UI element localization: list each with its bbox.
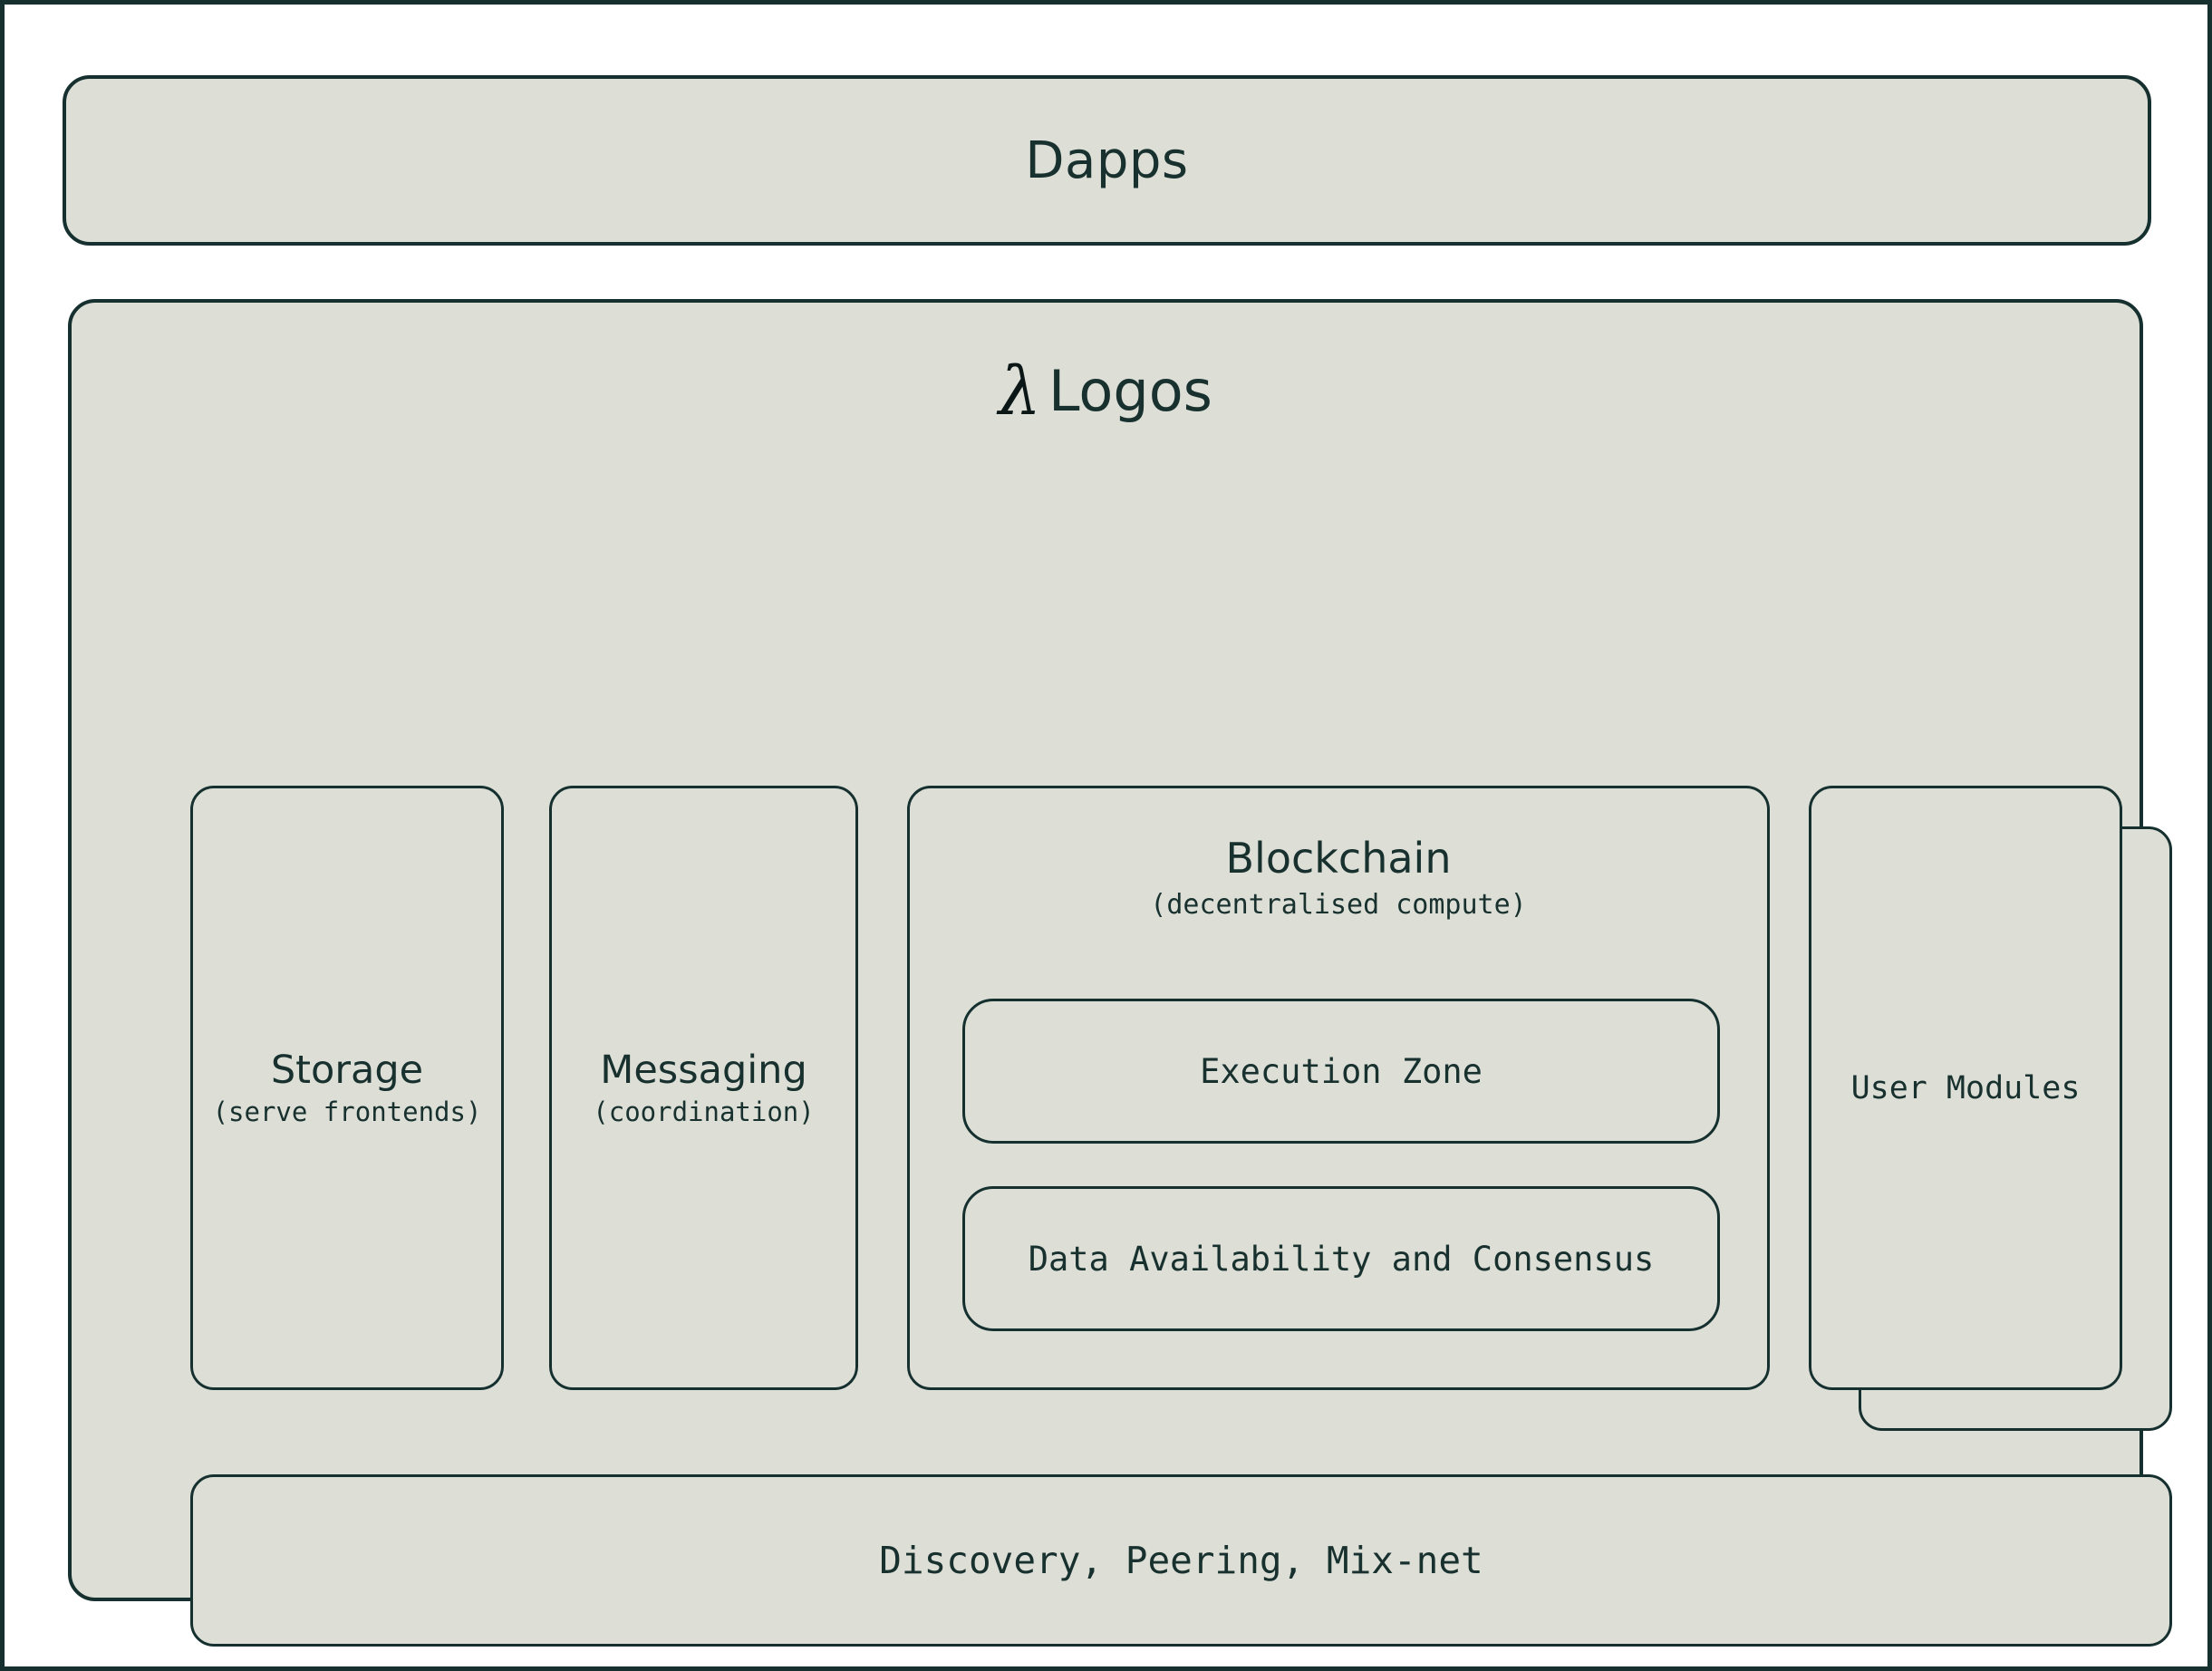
storage-title: Storage: [270, 1047, 424, 1093]
user-modules-label: User Modules: [1850, 1069, 2081, 1106]
lambda-icon: λ: [999, 353, 1041, 430]
execution-zone-label: Execution Zone: [1200, 1051, 1483, 1091]
dapps-layer-box[interactable]: Dapps: [63, 75, 2151, 246]
storage-text-group: Storage (serve frontends): [193, 1048, 501, 1127]
logos-title-text: Logos: [1048, 358, 1212, 424]
dapps-label: Dapps: [1025, 130, 1189, 190]
execution-zone-box[interactable]: Execution Zone: [962, 999, 1720, 1144]
discovery-peering-mixnet-label: Discovery, Peering, Mix-net: [879, 1539, 1483, 1582]
messaging-subtitle: (coordination): [593, 1096, 815, 1127]
messaging-module-box[interactable]: Messaging (coordination): [549, 786, 858, 1390]
storage-subtitle: (serve frontends): [212, 1096, 482, 1127]
messaging-text-group: Messaging (coordination): [552, 1048, 855, 1127]
blockchain-subtitle: (decentralised compute): [1150, 888, 1527, 921]
data-availability-consensus-label: Data Availability and Consensus: [1028, 1239, 1655, 1279]
storage-module-box[interactable]: Storage (serve frontends): [190, 786, 504, 1390]
user-modules-module-box[interactable]: User Modules: [1809, 786, 2122, 1390]
data-availability-consensus-box[interactable]: Data Availability and Consensus: [962, 1186, 1720, 1331]
messaging-title: Messaging: [600, 1047, 807, 1093]
blockchain-title: Blockchain: [1225, 834, 1452, 883]
blockchain-module-box[interactable]: Blockchain (decentralised compute) Execu…: [907, 786, 1770, 1390]
blockchain-text-group: Blockchain (decentralised compute): [910, 834, 1767, 922]
discovery-peering-mixnet-box[interactable]: Discovery, Peering, Mix-net: [190, 1474, 2172, 1647]
